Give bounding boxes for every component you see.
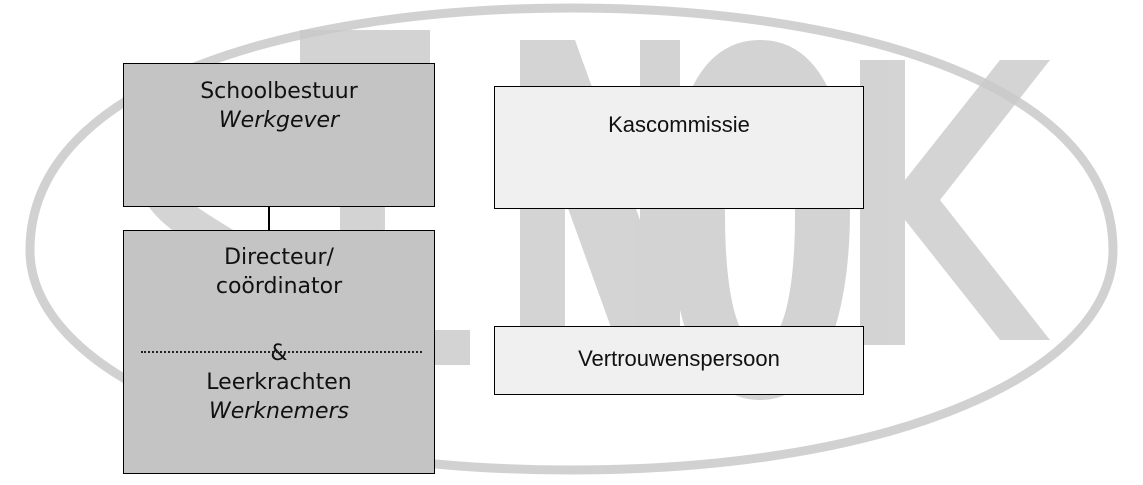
kascommissie-box: Kascommissie [494,86,864,209]
hierarchy-connector [268,207,270,231]
werknemers-subtitle: Werknemers [208,399,350,424]
directeur-line1: Directeur/ [224,245,334,270]
vertrouwenspersoon-box: Vertrouwenspersoon [494,326,864,395]
watermark-dot [430,330,470,365]
ampersand: & [270,341,288,366]
schoolbestuur-subtitle: Werkgever [218,108,340,133]
vertrouwenspersoon-title: Vertrouwenspersoon [578,346,780,371]
leerkrachten-label: Leerkrachten [206,370,352,395]
schoolbestuur-box: Schoolbestuur Werkgever [123,63,435,207]
directeur-line2: coördinator [215,274,343,299]
watermark-letter-k [860,60,1050,345]
dotted-separator [141,351,422,353]
schoolbestuur-title: Schoolbestuur [200,79,358,104]
kascommissie-title: Kascommissie [608,112,750,137]
